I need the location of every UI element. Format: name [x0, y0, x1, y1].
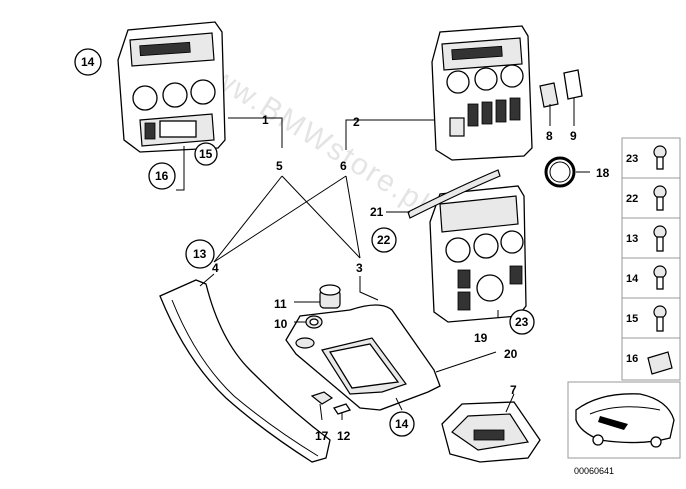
callout-11: 11 [274, 297, 287, 311]
side-trim-panel [159, 279, 331, 463]
clip-12 [332, 403, 352, 415]
svg-text:16: 16 [155, 169, 169, 183]
svg-text:15: 15 [199, 147, 213, 161]
callout-21: 21 [370, 205, 384, 219]
fastener-14: 14 [626, 265, 667, 290]
leader-lines [176, 98, 590, 421]
callout-3: 3 [356, 261, 363, 275]
svg-text:23: 23 [626, 153, 638, 165]
callout-14-top: 14 [74, 48, 102, 76]
svg-text:14: 14 [395, 417, 409, 431]
callout-23: 23 [509, 309, 535, 335]
callout-18: 18 [596, 166, 610, 180]
callout-16: 16 [148, 162, 176, 190]
cover-7 [441, 401, 541, 463]
svg-text:22: 22 [626, 193, 638, 205]
sealing-ring-18 [544, 156, 576, 188]
fastener-15: 15 [626, 305, 667, 332]
fastener-16: 16 [626, 351, 673, 375]
svg-text:14: 14 [626, 273, 639, 285]
callout-15: 15 [194, 142, 218, 166]
center-console [285, 304, 441, 411]
lighter-ring-10 [305, 315, 323, 329]
callout-8: 8 [546, 129, 553, 143]
callout-19: 19 [474, 331, 488, 345]
console-trim-panel-2 [431, 25, 533, 161]
callout-20: 20 [504, 347, 518, 361]
trim-strip-21 [407, 169, 501, 219]
callout-4: 4 [212, 261, 219, 275]
fastener-column: 23 22 13 14 15 16 [621, 137, 681, 381]
callout-14-bottom: 14 [389, 411, 415, 437]
svg-text:15: 15 [626, 313, 638, 325]
blank-cap-8 [539, 82, 559, 108]
svg-text:13: 13 [193, 247, 207, 261]
fastener-23: 23 [626, 145, 667, 170]
console-trim-panel-1 [117, 21, 226, 153]
callout-1: 1 [262, 113, 269, 127]
svg-text:14: 14 [81, 55, 95, 69]
blank-cap-9 [563, 69, 583, 100]
callout-6: 6 [340, 159, 347, 173]
callout-17: 17 [315, 429, 329, 443]
console-trim-panel-19 [429, 185, 527, 323]
fastener-13: 13 [626, 225, 667, 252]
svg-text:16: 16 [626, 353, 638, 365]
cigarette-lighter-11 [319, 284, 341, 309]
callout-10: 10 [274, 317, 288, 331]
callout-12: 12 [337, 429, 351, 443]
svg-text:23: 23 [515, 315, 529, 329]
diagram-id: 00060641 [574, 466, 614, 476]
callout-13: 13 [185, 239, 215, 269]
clip-17 [310, 391, 334, 405]
svg-text:22: 22 [377, 233, 391, 247]
svg-text:13: 13 [626, 233, 638, 245]
car-location-thumbnail [567, 381, 681, 459]
callout-9: 9 [570, 129, 577, 143]
fastener-22: 22 [626, 185, 667, 211]
callout-2: 2 [353, 115, 360, 129]
callout-7: 7 [510, 383, 517, 397]
callout-22: 22 [371, 227, 397, 253]
callout-5: 5 [276, 159, 283, 173]
